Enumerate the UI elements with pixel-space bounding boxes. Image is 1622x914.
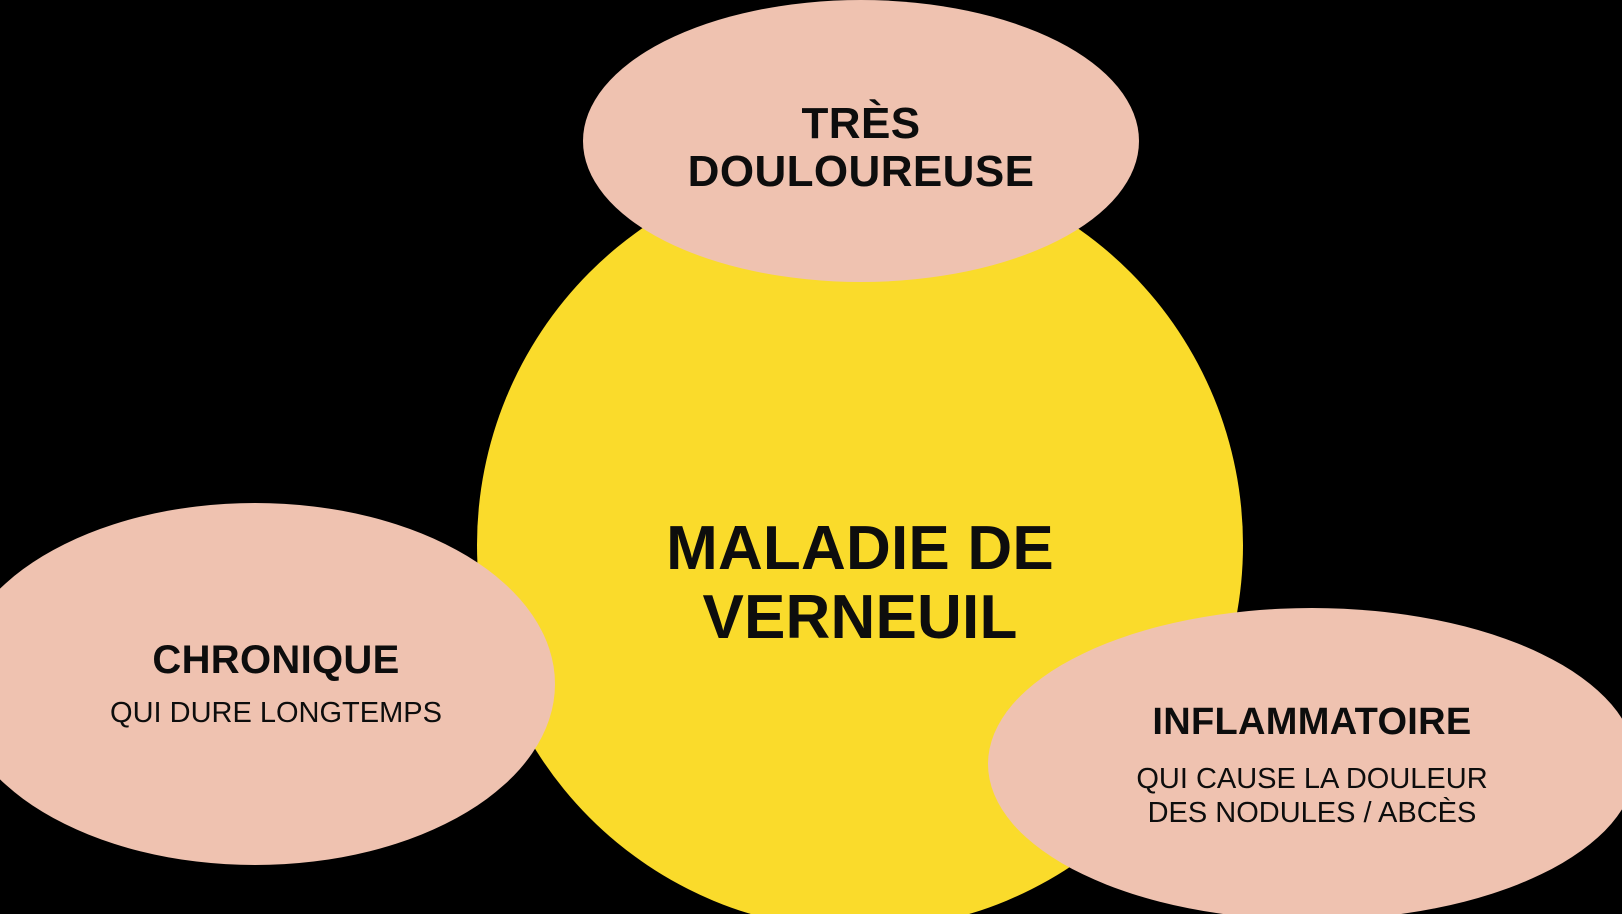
core-concept-circle: MALADIE DE VERNEUIL: [477, 160, 1243, 914]
attribute-ellipse-chronic: CHRONIQUE QUI DURE LONGTEMPS: [0, 503, 555, 865]
attribute-painful-headline: TRÈS DOULOUREUSE: [687, 98, 1035, 196]
core-concept-title: MALADIE DE VERNEUIL: [666, 513, 1054, 652]
attribute-chronic-subline: QUI DURE LONGTEMPS: [110, 696, 442, 729]
attribute-chronic-headline: CHRONIQUE: [152, 637, 400, 682]
attribute-inflammatory-headline: INFLAMMATOIRE: [1152, 700, 1472, 743]
attribute-ellipse-inflammatory: INFLAMMATOIRE QUI CAUSE LA DOULEUR DES N…: [988, 608, 1622, 914]
attribute-inflammatory-subline: QUI CAUSE LA DOULEUR DES NODULES / ABCÈS: [1136, 762, 1488, 829]
attribute-ellipse-painful: TRÈS DOULOUREUSE: [583, 0, 1139, 282]
